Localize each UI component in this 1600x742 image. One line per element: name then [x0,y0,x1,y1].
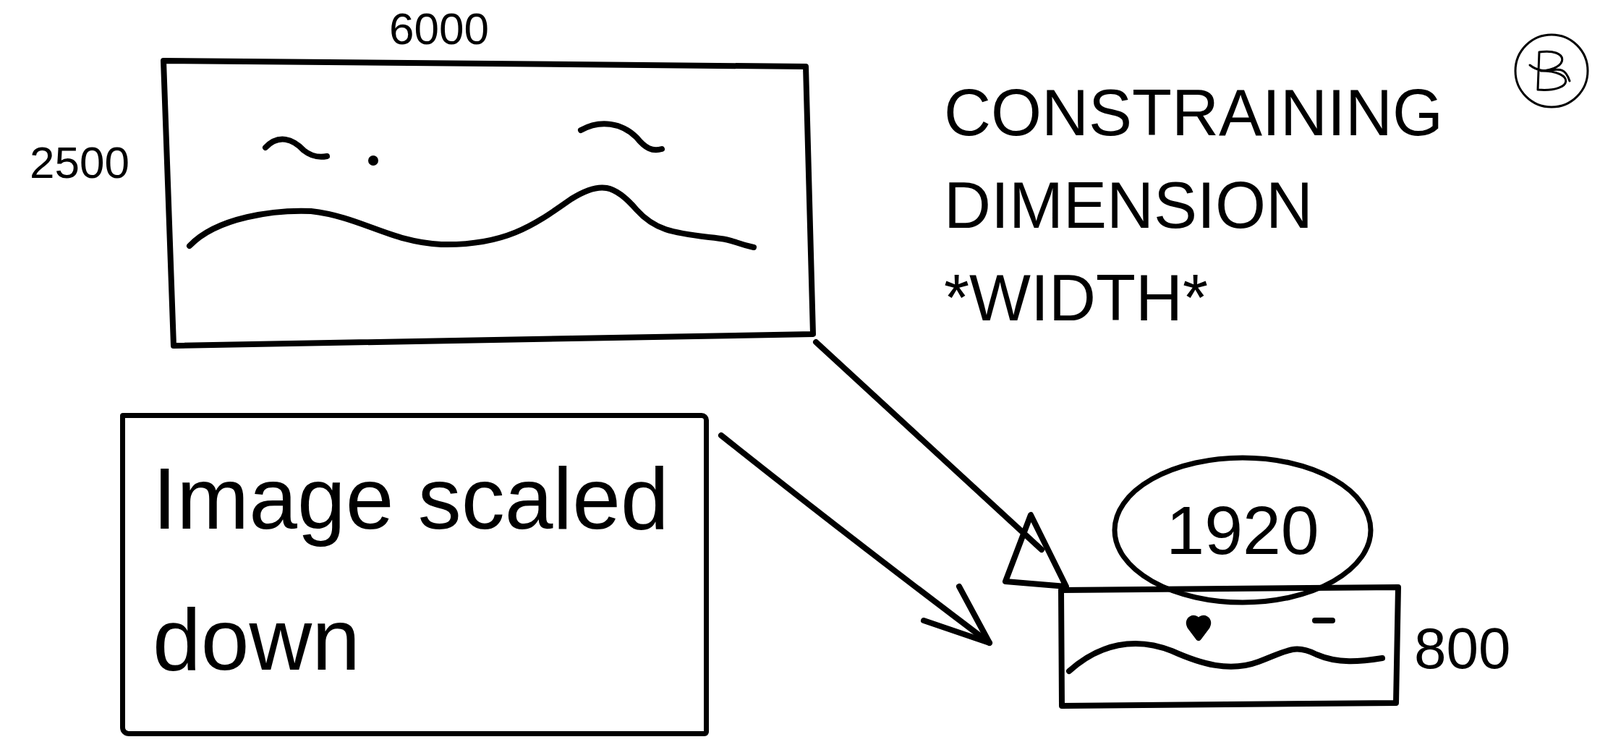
logo-scribble [1515,34,1588,108]
arrow-head [923,586,990,644]
circled-dimension: 1920 [1110,453,1376,607]
hills [1069,643,1383,672]
ellipse-outline [1114,457,1371,603]
hills [189,187,754,248]
scaled-image-frame [1061,587,1399,706]
bird [580,123,662,150]
dash [1315,617,1333,624]
bird [265,139,327,157]
scale-arrow [815,342,1042,550]
note-arrow [721,435,990,644]
node-text: 1920 [1166,490,1319,570]
note-text: CONSTRAINING DIMENSION *WIDTH* [943,66,1545,345]
dimension-label: 6000 [366,3,512,55]
note-box: Image scaled down [120,413,709,737]
dimension-label: 2500 [0,137,160,189]
arrow-head [1005,515,1067,587]
heart [1189,618,1208,638]
original-image-frame [163,60,814,346]
dimension-label: 800 [1414,616,1581,682]
node-text: Image scaled down [152,428,690,711]
bird-dot [371,158,376,163]
